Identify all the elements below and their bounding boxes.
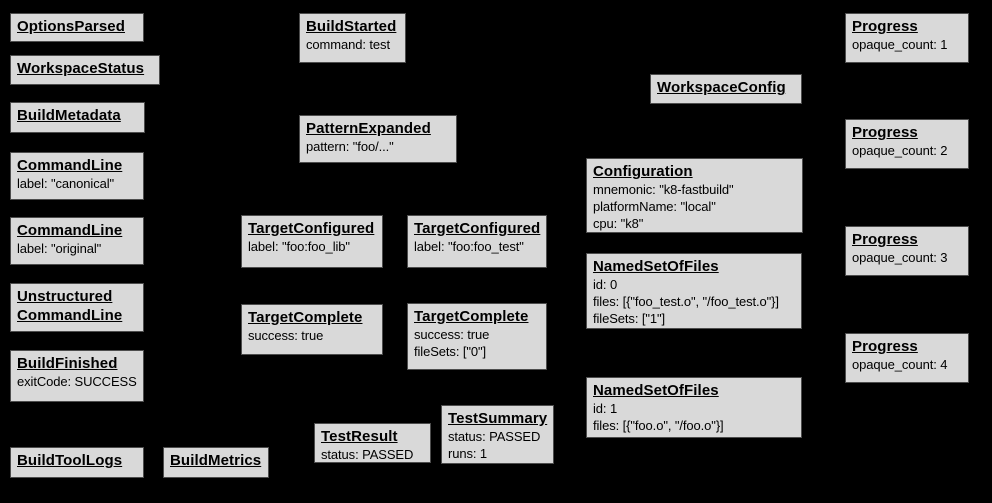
event-title: BuildFinished: [17, 355, 118, 372]
event-field: exitCode: SUCCESS: [17, 374, 137, 389]
event-box-build-metrics: BuildMetrics: [163, 447, 269, 478]
event-box-workspace-config: WorkspaceConfig: [650, 74, 802, 104]
event-field: label: "foo:foo_test": [414, 239, 524, 254]
event-box-named-set-of-files-0: NamedSetOfFiles id: 0 files: [{"foo_test.o…: [586, 253, 802, 329]
event-field: status: PASSED: [321, 447, 414, 462]
event-title: TestResult: [321, 428, 398, 445]
event-field: id: 0: [593, 277, 618, 292]
event-box-progress-3: Progress opaque_count: 3: [845, 226, 969, 276]
event-title: Progress: [852, 231, 918, 248]
event-box-progress-2: Progress opaque_count: 2: [845, 119, 969, 169]
event-title: TargetComplete: [414, 308, 529, 325]
event-box-target-configured-foo-lib: TargetConfigured label: "foo:foo_lib": [241, 215, 383, 268]
event-field: command: test: [306, 37, 390, 52]
event-title: NamedSetOfFiles: [593, 382, 719, 399]
event-title: WorkspaceStatus: [17, 60, 145, 77]
event-box-options-parsed: OptionsParsed: [10, 13, 144, 42]
event-title: CommandLine: [17, 157, 123, 174]
event-field: mnemonic: "k8-fastbuild": [593, 182, 734, 197]
event-title: OptionsParsed: [17, 18, 125, 35]
event-box-build-tool-logs: BuildToolLogs: [10, 447, 144, 478]
event-box-configuration: Configuration mnemonic: "k8-fastbuild" pla…: [586, 158, 803, 233]
event-box-target-configured-foo-test: TargetConfigured label: "foo:foo_test": [407, 215, 547, 268]
event-box-test-result: TestResult status: PASSED: [314, 423, 431, 463]
event-field: opaque_count: 1: [852, 37, 948, 52]
event-title: WorkspaceConfig: [657, 79, 786, 96]
event-box-command-line-canonical: CommandLine label: "canonical": [10, 152, 144, 200]
event-box-command-line-original: CommandLine label: "original": [10, 217, 144, 265]
event-field: id: 1: [593, 401, 618, 416]
event-field: files: [{"foo.o", "/foo.o"}]: [593, 418, 724, 433]
event-title: Progress: [852, 18, 918, 35]
event-box-progress-4: Progress opaque_count: 4: [845, 333, 969, 383]
event-field: fileSets: ["0"]: [414, 344, 487, 359]
event-title: TestSummary: [448, 410, 548, 427]
event-field: opaque_count: 4: [852, 357, 948, 372]
event-box-target-complete-foo-test: TargetComplete success: true fileSets: ["0…: [407, 303, 547, 370]
event-field: pattern: "foo/...": [306, 139, 394, 154]
event-field: opaque_count: 3: [852, 250, 948, 265]
event-box-build-metadata: BuildMetadata: [10, 102, 145, 133]
event-box-build-started: BuildStarted command: test: [299, 13, 406, 63]
event-title: TargetConfigured: [248, 220, 375, 237]
event-field: cpu: "k8": [593, 216, 644, 231]
event-title: PatternExpanded: [306, 120, 431, 137]
event-field: opaque_count: 2: [852, 143, 948, 158]
event-field: label: "foo:foo_lib": [248, 239, 350, 254]
event-title: Progress: [852, 338, 918, 355]
event-box-progress-1: Progress opaque_count: 1: [845, 13, 969, 63]
event-box-target-complete-foo-lib: TargetComplete success: true: [241, 304, 383, 355]
event-box-unstructured-command-line: Unstructured CommandLine: [10, 283, 144, 332]
event-title: NamedSetOfFiles: [593, 258, 719, 275]
event-title: BuildStarted: [306, 18, 397, 35]
event-field: label: "original": [17, 241, 102, 256]
event-field: runs: 1: [448, 446, 488, 461]
event-title: CommandLine: [17, 222, 123, 239]
event-title: BuildMetadata: [17, 107, 121, 124]
event-field: success: true: [414, 327, 490, 342]
event-title: BuildToolLogs: [17, 452, 123, 469]
event-field: files: [{"foo_test.o", "/foo_test.o"}]: [593, 294, 779, 309]
event-box-test-summary: TestSummary status: PASSED runs: 1: [441, 405, 554, 464]
event-box-named-set-of-files-1: NamedSetOfFiles id: 1 files: [{"foo.o", "/…: [586, 377, 802, 438]
event-field: status: PASSED: [448, 429, 541, 444]
event-field: platformName: "local": [593, 199, 716, 214]
event-title: Progress: [852, 124, 918, 141]
event-title: Unstructured CommandLine: [17, 288, 123, 324]
event-title: BuildMetrics: [170, 452, 262, 469]
event-field: label: "canonical": [17, 176, 115, 191]
event-title: TargetComplete: [248, 309, 363, 326]
event-box-build-finished: BuildFinished exitCode: SUCCESS: [10, 350, 144, 402]
event-field: fileSets: ["1"]: [593, 311, 666, 326]
event-box-pattern-expanded: PatternExpanded pattern: "foo/...": [299, 115, 457, 163]
event-field: success: true: [248, 328, 324, 343]
event-title: TargetConfigured: [414, 220, 541, 237]
event-title: Configuration: [593, 163, 693, 180]
event-box-workspace-status: WorkspaceStatus: [10, 55, 160, 85]
